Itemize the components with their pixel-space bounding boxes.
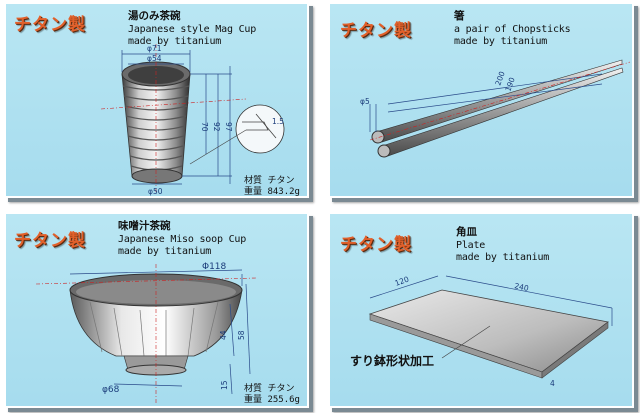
product-name-jp: 角皿: [456, 226, 477, 238]
panel-miso-cup: チタン製 味噌汁茶碗 Japanese Miso soop Cup made b…: [4, 212, 309, 408]
product-name-jp: 箸: [454, 10, 465, 22]
dim-height-1: 70: [200, 122, 209, 132]
product-name-en: a pair of Chopsticks: [454, 24, 571, 35]
material-label: 材質: [244, 384, 263, 394]
product-name-jp: 湯のみ茶碗: [128, 10, 181, 22]
weight-value: 843.2g: [267, 187, 300, 197]
dim-outer-diameter: φ71: [147, 44, 162, 53]
product-subtitle-en: made by titanium: [454, 36, 548, 47]
product-subtitle-en: made by titanium: [128, 36, 222, 47]
weight-row: 重量 255.6g: [244, 395, 300, 406]
product-name-en: Japanese Miso soop Cup: [118, 234, 247, 245]
product-name-en: Japanese style Mag Cup: [128, 24, 257, 35]
weight-label: 重量: [244, 395, 263, 405]
brand-label: チタン製: [340, 235, 412, 255]
chopsticks-drawing: 200 190 φ5: [360, 59, 631, 158]
product-subtitle-en: made by titanium: [456, 252, 550, 263]
dim-height-3: 97: [224, 122, 233, 132]
dim-rim-diameter: Φ118: [202, 262, 227, 272]
product-subtitle-en: made by titanium: [118, 246, 212, 257]
dim-inner-diameter: φ54: [147, 54, 162, 63]
brand-label: チタン製: [14, 15, 86, 35]
weight-row: 重量 843.2g: [244, 187, 300, 197]
dim-height-3: 15: [220, 380, 229, 390]
material-value: チタン: [267, 384, 295, 394]
panel-plate: チタン製 角皿 Plate made by titanium 120 240 4…: [328, 212, 634, 408]
dim-foot-diameter: φ68: [102, 385, 120, 395]
callout-bowl-shape: すり鉢形状加工: [350, 354, 435, 368]
dim-base-diameter: φ50: [148, 187, 163, 196]
dim-length-2: 190: [503, 76, 516, 93]
dim-height-2: 58: [237, 330, 246, 340]
dim-height-2: 92: [212, 122, 221, 132]
material-row: 材質 チタン: [244, 384, 294, 395]
material-label: 材質: [244, 176, 263, 186]
weight-label: 重量: [244, 187, 263, 197]
brand-label: チタン製: [14, 231, 86, 251]
weight-value: 255.6g: [267, 395, 300, 405]
dim-height-1: 44: [219, 330, 228, 340]
product-name-en: Plate: [456, 240, 486, 251]
material-value: チタン: [267, 176, 295, 186]
mug-cup-drawing: φ71 φ54 φ50 70 92 97 1.5: [100, 44, 285, 196]
dim-thickness: 1.5: [272, 117, 284, 126]
material-row: 材質 チタン: [244, 176, 294, 187]
panel-mug-cup: チタン製 湯のみ茶碗 Japanese style Mag Cup made b…: [4, 2, 309, 198]
brand-label: チタン製: [340, 21, 412, 41]
miso-cup-drawing: Φ118 φ68 44 58 15: [35, 262, 257, 404]
dim-thickness: 4: [550, 379, 555, 388]
product-name-jp: 味噌汁茶碗: [118, 220, 171, 232]
panel-chopsticks: チタン製 箸 a pair of Chopsticks made by tita…: [328, 2, 634, 198]
plate-drawing: 120 240 4: [368, 274, 613, 388]
dim-tip-diameter: φ5: [360, 97, 370, 106]
dim-length: 240: [514, 281, 530, 293]
